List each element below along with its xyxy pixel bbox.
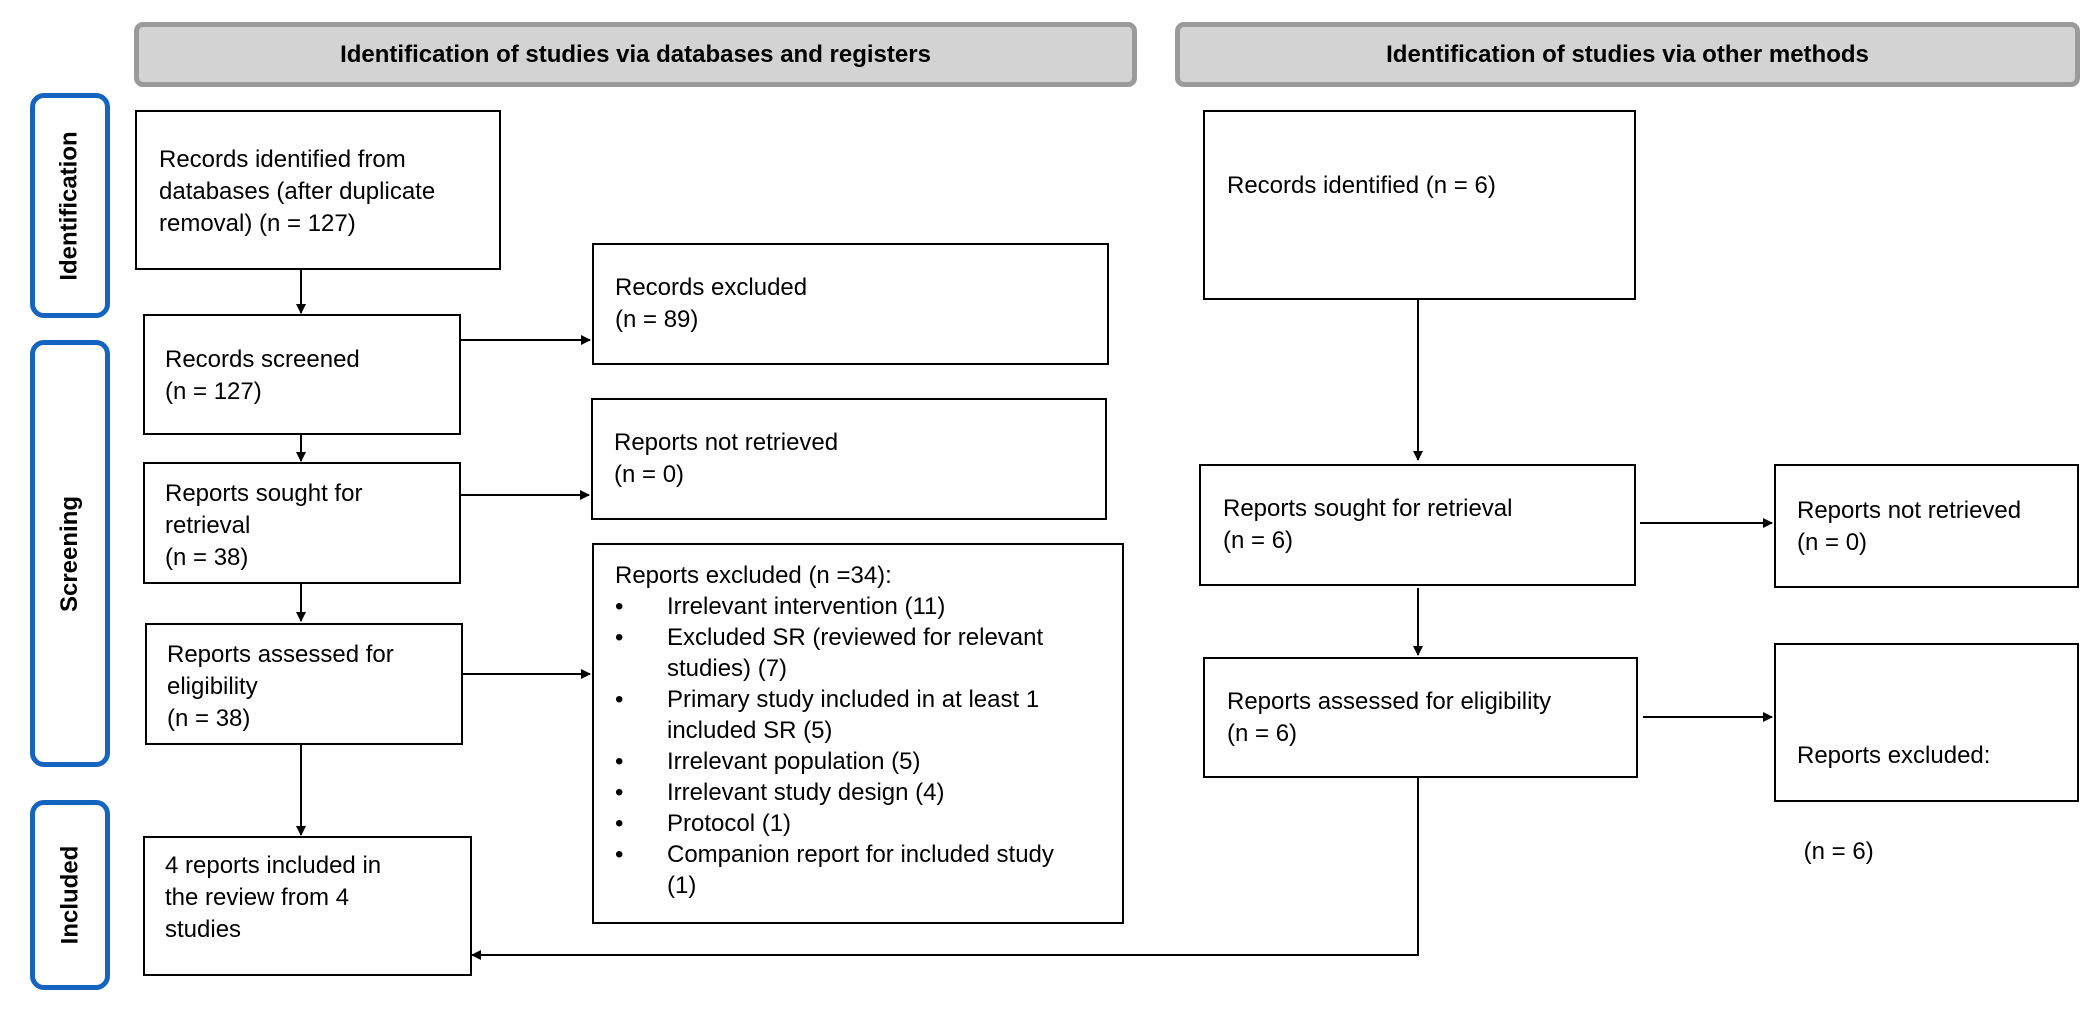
reports-sought-box: Reports sought for retrieval (n = 38) — [143, 462, 461, 584]
reports-assessed-box: Reports assessed for eligibility (n = 38… — [145, 623, 463, 745]
exclusion-reasons-list: Irrelevant intervention (11) Excluded SR… — [615, 591, 1122, 901]
other-records-identified-box: Records identified (n = 6) — [1203, 110, 1636, 300]
header-databases-label: Identification of studies via databases … — [340, 40, 931, 68]
records-screened-box: Records screened (n = 127) — [143, 314, 461, 435]
header-databases: Identification of studies via databases … — [134, 22, 1137, 87]
stage-included: Included — [30, 800, 110, 990]
reports-excluded-box: Reports excluded (n =34): Irrelevant int… — [592, 543, 1124, 924]
list-item: Protocol (1) — [615, 808, 1122, 839]
other-reports-assessed-box: Reports assessed for eligibility (n = 6) — [1203, 657, 1638, 778]
header-other-methods: Identification of studies via other meth… — [1175, 22, 2080, 87]
other-reports-sought-box: Reports sought for retrieval (n = 6) — [1199, 464, 1636, 586]
included-box: 4 reports included in the review from 4 … — [143, 836, 472, 976]
list-item: Primary study included in at least 1incl… — [615, 684, 1122, 746]
list-item: Irrelevant population (5) — [615, 746, 1122, 777]
stage-identification: Identification — [30, 93, 110, 318]
arrow-other-to-included — [471, 778, 1419, 960]
stage-screening: Screening — [30, 340, 110, 767]
list-item: Companion report for included study(1) — [615, 839, 1122, 901]
list-item: Excluded SR (reviewed for relevantstudie… — [615, 622, 1122, 684]
records-identified-box: Records identified from databases (after… — [135, 110, 501, 270]
other-reports-not-retrieved-box: Reports not retrieved (n = 0) — [1774, 464, 2079, 588]
list-item: Irrelevant intervention (11) — [615, 591, 1122, 622]
records-excluded-box: Records excluded (n = 89) — [592, 243, 1109, 365]
reports-excluded-title: Reports excluded (n =34): — [615, 562, 892, 589]
other-reports-excluded-box: Reports excluded: (n = 6) — [1774, 643, 2079, 865]
header-other-label: Identification of studies via other meth… — [1386, 40, 1869, 68]
reports-not-retrieved-box: Reports not retrieved (n = 0) — [591, 398, 1107, 520]
list-item: Irrelevant study design (4) — [615, 777, 1122, 808]
